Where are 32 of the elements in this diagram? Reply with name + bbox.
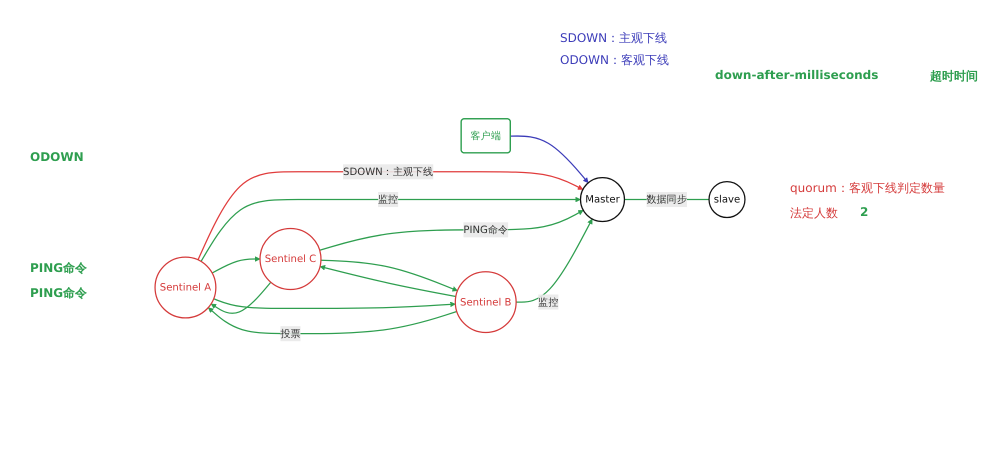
note-text: PING命令 (30, 260, 88, 277)
note-text: PING命令 (30, 285, 88, 302)
note-text: quorum：客观下线判定数量 (790, 180, 945, 197)
edge-label: 监控 (378, 193, 398, 206)
note-text: SDOWN：主观下线 (560, 30, 668, 47)
edge-label: SDOWN：主观下线 (343, 165, 434, 178)
arrow (208, 307, 457, 334)
node-circle: Sentinel A (154, 256, 216, 319)
note-text: 超时时间 (930, 68, 978, 85)
arrow (210, 282, 272, 314)
node-circle: Sentinel C (259, 228, 322, 290)
edge-label: 监控 (538, 296, 558, 308)
note-text: ODOWN：客观下线 (560, 52, 669, 69)
arrow (197, 171, 584, 260)
edge-label: 数据同步 (646, 193, 687, 206)
note-text: 法定人数 (790, 205, 838, 222)
node-circle: Sentinel B (454, 271, 517, 334)
note-text: ODOWN (30, 150, 84, 164)
arrow (213, 298, 456, 310)
arrow (320, 265, 456, 298)
edge-label: PING命令 (463, 224, 508, 236)
arrow (510, 135, 588, 184)
arrow (516, 218, 592, 303)
note-text: down-after-milliseconds (715, 68, 878, 82)
arrow (212, 256, 260, 274)
arrow (320, 210, 584, 251)
arrow (200, 196, 581, 262)
arrow (320, 260, 458, 292)
node-circle: Master (580, 176, 626, 222)
edge-label: 投票 (280, 327, 301, 340)
node-circle: slave (708, 180, 746, 218)
note-text: 2 (860, 205, 868, 219)
